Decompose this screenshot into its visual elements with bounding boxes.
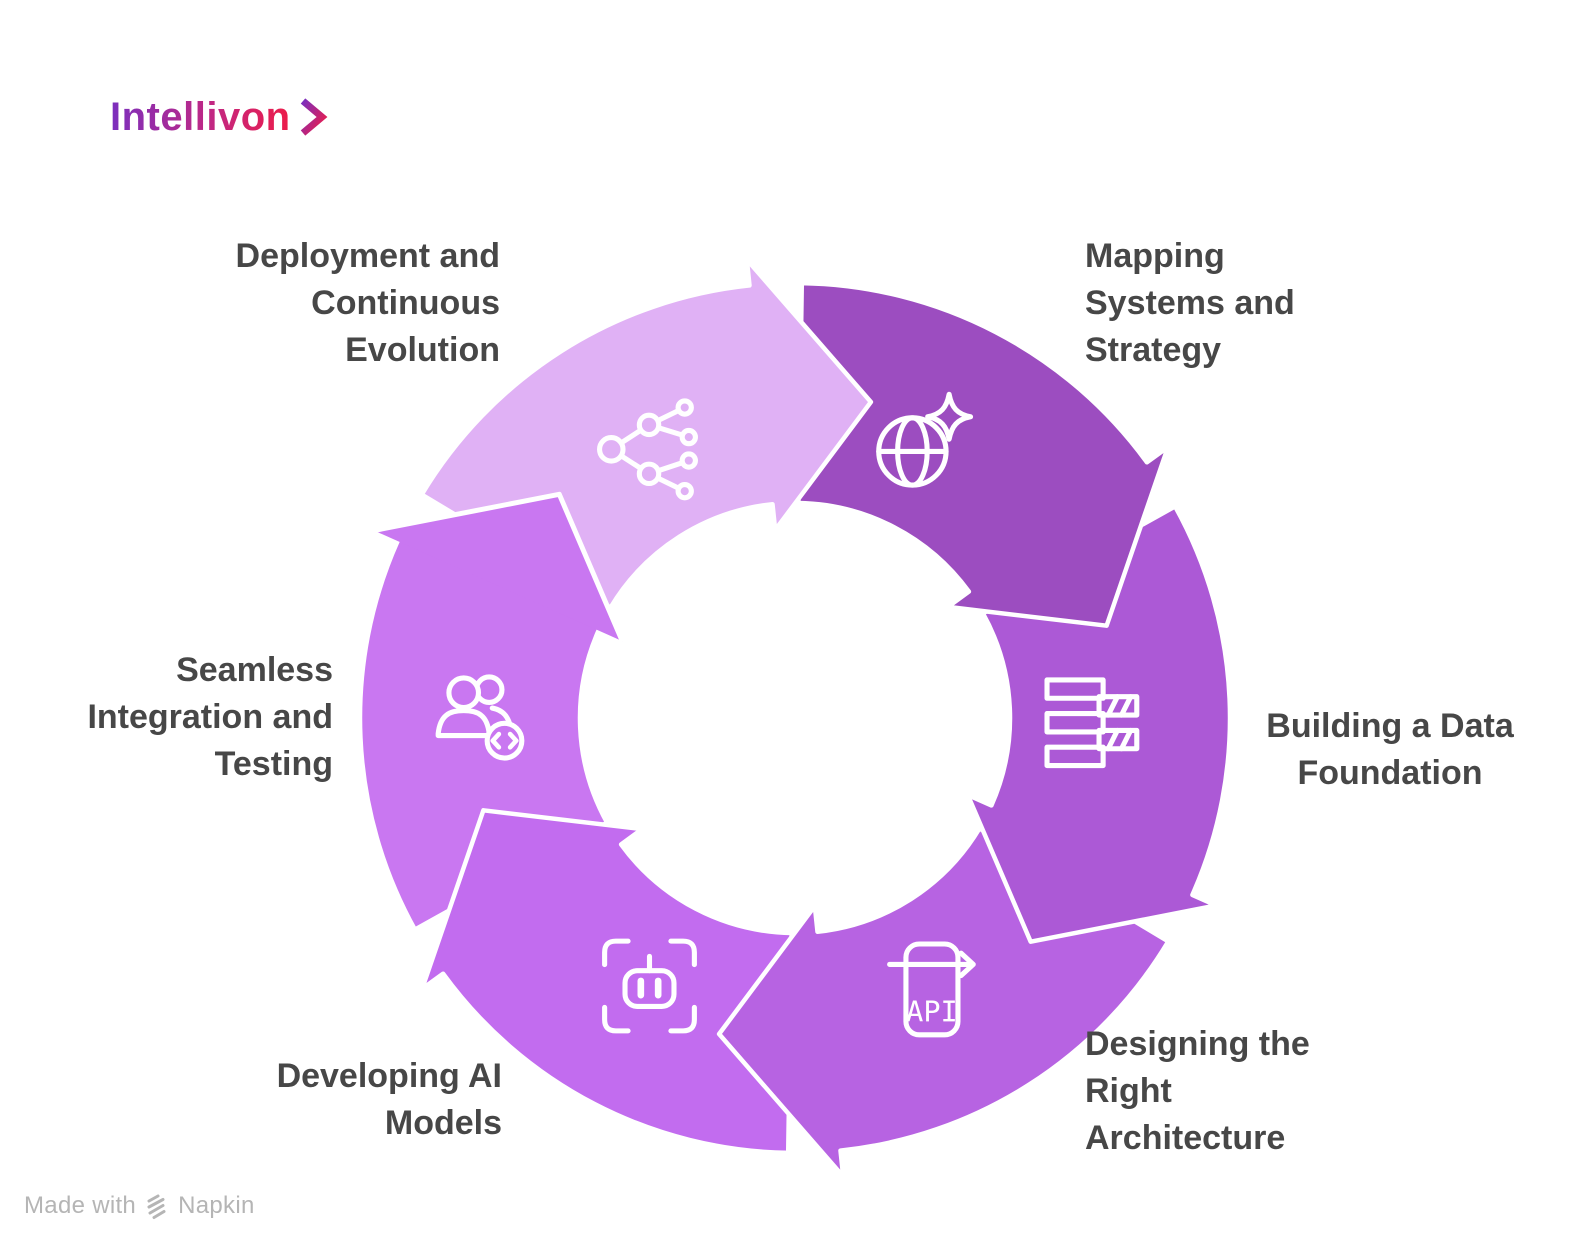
- segment-head-seamless-integration-and-testing: [373, 491, 625, 643]
- chevron-right-icon: [300, 98, 328, 136]
- napkin-logo-icon: [147, 1194, 166, 1219]
- brand-text: Napkin: [178, 1192, 255, 1219]
- label-line: Mapping: [1085, 237, 1225, 275]
- label-line: Building a Data: [1266, 707, 1514, 745]
- label-line: Testing: [214, 745, 333, 783]
- network-tree-icon: [597, 398, 698, 501]
- label-line: Right: [1085, 1072, 1172, 1110]
- users-code-icon: [435, 674, 525, 761]
- logo: Intellivon: [110, 92, 331, 142]
- label-line: Continuous: [311, 284, 500, 322]
- label-line: Seamless: [176, 651, 333, 689]
- label-line: Models: [384, 1104, 502, 1142]
- label-line: Evolution: [345, 331, 500, 369]
- made-with-text: Made with: [24, 1192, 137, 1219]
- segment-mapping-systems-and-strategy: [796, 280, 1171, 628]
- segment-label-seamless-integration-and-testing: Seamless Integration and Testing: [25, 647, 333, 788]
- label-line: Integration and: [87, 698, 333, 736]
- segment-label-building-a-data-foundation: Building a Data Foundation: [1235, 703, 1545, 797]
- segment-label-developing-ai-models: Developing AI Models: [190, 1053, 502, 1147]
- footer: Made with Napkin: [24, 1192, 255, 1220]
- segment-label-deployment-and-continuous-evolution: Deployment and Continuous Evolution: [190, 233, 500, 374]
- segment-label-designing-the-right-architecture: Designing the Right Architecture: [1085, 1021, 1395, 1162]
- label-line: Systems and: [1085, 284, 1295, 322]
- logo-text: Intellivon: [110, 94, 291, 139]
- label-line: Strategy: [1085, 331, 1222, 369]
- label-line: Deployment and: [235, 237, 500, 275]
- robot-scan-icon: [602, 938, 697, 1034]
- svg-text:API: API: [906, 995, 958, 1029]
- label-line: Developing AI: [276, 1057, 502, 1095]
- data-rows-icon: [1044, 677, 1140, 769]
- segment-developing-ai-models: [419, 808, 794, 1156]
- segment-label-mapping-systems-and-strategy: Mapping Systems and Strategy: [1085, 233, 1385, 374]
- api-document-icon: API: [887, 941, 976, 1038]
- globe-sparkle-icon: [876, 391, 974, 488]
- label-line: Designing the: [1085, 1025, 1310, 1063]
- label-line: Foundation: [1297, 754, 1483, 792]
- label-line: Architecture: [1085, 1119, 1286, 1157]
